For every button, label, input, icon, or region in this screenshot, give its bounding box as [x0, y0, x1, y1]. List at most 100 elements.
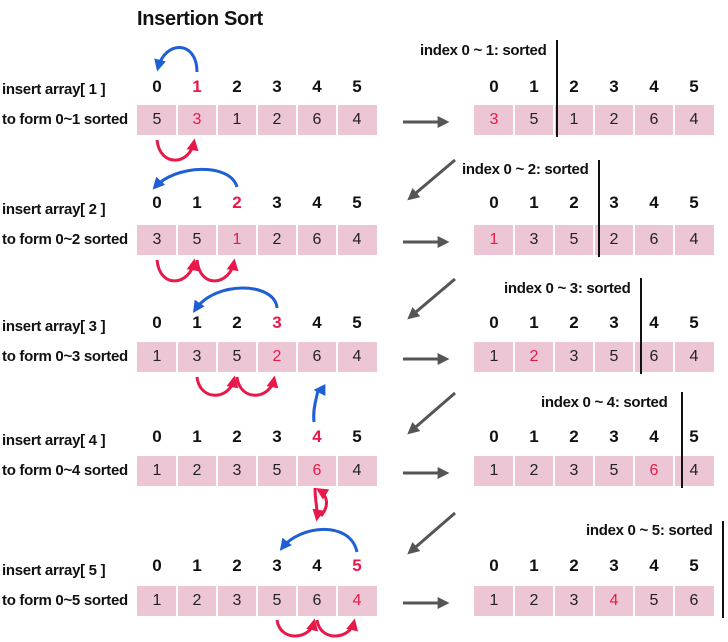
index-label: 4: [312, 313, 322, 332]
sorted-array-cell: 2: [529, 348, 539, 365]
insert-move-arrow: [152, 167, 239, 190]
cell-separator: [176, 225, 178, 255]
index-label: 2: [232, 313, 242, 332]
insert-move-arrow: [312, 384, 326, 423]
sorted-array-cell: 2: [529, 462, 539, 479]
array-cell: 3: [192, 111, 202, 128]
cell-separator: [216, 225, 218, 255]
cell-separator: [673, 225, 675, 255]
sorted-array-cell: 1: [489, 348, 499, 365]
index-label: 4: [312, 556, 322, 575]
cell-separator: [673, 105, 675, 135]
cell-separator: [336, 225, 338, 255]
cell-separator: [176, 105, 178, 135]
index-label: 0: [152, 427, 162, 446]
sorted-index-label: 5: [689, 427, 699, 446]
index-label: 5: [352, 193, 362, 212]
next-step-arrow: [407, 511, 456, 555]
sorted-array-cell: 4: [609, 592, 619, 609]
step-label-form: to form 0~1 sorted: [2, 111, 128, 128]
array-cell: 4: [352, 462, 362, 479]
sorted-array-cell: 3: [569, 348, 579, 365]
cell-separator: [513, 105, 515, 135]
index-label: 0: [152, 193, 162, 212]
sorted-array-cell: 2: [609, 231, 619, 248]
shift-arrow: [195, 375, 239, 397]
index-label: 0: [152, 556, 162, 575]
sorted-array-cell: 6: [649, 111, 659, 128]
cell-separator: [296, 105, 298, 135]
cell-separator: [593, 225, 595, 255]
cell-separator: [176, 586, 178, 616]
shift-arrow: [315, 488, 330, 517]
cell-separator: [336, 342, 338, 372]
array-cell: 3: [152, 231, 162, 248]
next-step-arrow: [407, 158, 456, 201]
sorted-index-label: 5: [689, 556, 699, 575]
index-label: 3: [272, 313, 282, 332]
sorted-array-cell: 6: [649, 462, 659, 479]
sorted-index-label: 2: [569, 193, 579, 212]
cell-separator: [593, 342, 595, 372]
insert-move-arrow: [154, 46, 199, 73]
sorted-array-cell: 5: [609, 462, 619, 479]
sorted-array-cell: 1: [489, 231, 499, 248]
cell-separator: [513, 456, 515, 486]
sorted-index-label: 1: [529, 556, 539, 575]
sorted-index-label: 0: [489, 313, 499, 332]
cell-separator: [296, 225, 298, 255]
sorted-index-label: 3: [609, 556, 619, 575]
index-label: 4: [312, 77, 322, 96]
array-cell: 6: [312, 462, 322, 479]
sorted-index-label: 4: [649, 193, 659, 212]
sorted-boundary-line: [556, 40, 558, 137]
sorted-index-label: 1: [529, 427, 539, 446]
shift-arrow: [155, 258, 199, 283]
sorted-index-label: 0: [489, 427, 499, 446]
cell-separator: [633, 456, 635, 486]
array-cell: 2: [272, 111, 282, 128]
step-label-form: to form 0~2 sorted: [2, 231, 128, 248]
shift-arrow: [315, 618, 359, 638]
index-label: 5: [352, 427, 362, 446]
array-cell: 4: [352, 592, 362, 609]
sorted-array-cell: 1: [569, 111, 579, 128]
sorted-array-cell: 5: [649, 592, 659, 609]
cell-separator: [673, 342, 675, 372]
sorted-array-cell: 5: [609, 348, 619, 365]
index-label: 2: [232, 193, 242, 212]
index-label: 5: [352, 313, 362, 332]
sorted-index-label: 5: [689, 313, 699, 332]
index-label: 1: [192, 313, 202, 332]
sorted-index-label: 0: [489, 193, 499, 212]
cell-separator: [553, 342, 555, 372]
sorted-index-label: 5: [689, 77, 699, 96]
step-label-form: to form 0~5 sorted: [2, 592, 128, 609]
cell-separator: [633, 225, 635, 255]
array-cell: 4: [352, 348, 362, 365]
sorted-array-cell: 3: [489, 111, 499, 128]
index-label: 2: [232, 427, 242, 446]
index-label: 4: [312, 193, 322, 212]
cell-separator: [256, 456, 258, 486]
array-cell: 1: [232, 111, 242, 128]
cell-separator: [553, 456, 555, 486]
sorted-array-cell: 6: [649, 231, 659, 248]
index-label: 3: [272, 77, 282, 96]
sorted-array-cell: 4: [689, 348, 699, 365]
cell-separator: [513, 342, 515, 372]
cell-separator: [256, 342, 258, 372]
next-step-arrow: [407, 391, 456, 435]
step-label-insert: insert array[ 2 ]: [2, 201, 106, 218]
cell-separator: [593, 105, 595, 135]
shift-arrow: [312, 487, 325, 522]
array-cell: 4: [352, 231, 362, 248]
sorted-boundary-line: [598, 160, 600, 257]
array-cell: 1: [232, 231, 242, 248]
sorted-index-label: 0: [489, 77, 499, 96]
cell-separator: [256, 586, 258, 616]
sorted-index-label: 1: [529, 313, 539, 332]
next-step-arrow: [407, 277, 456, 320]
index-label: 5: [352, 556, 362, 575]
